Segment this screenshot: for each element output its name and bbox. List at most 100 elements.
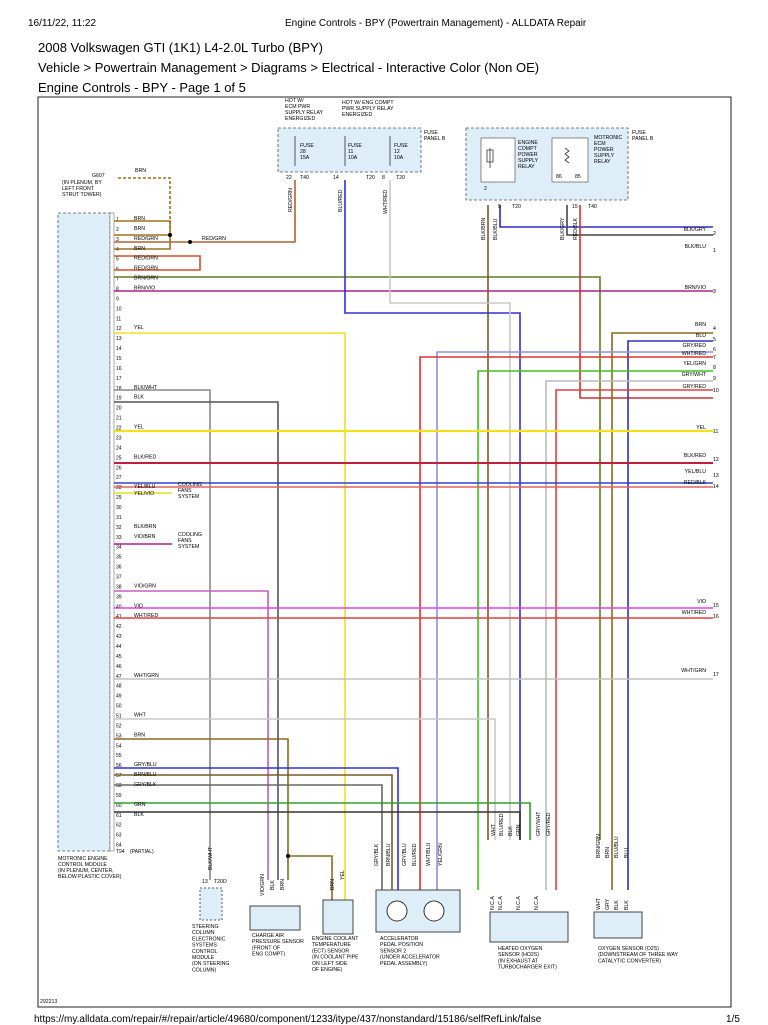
- pin-numbers: 1234567891011121314151617181920212223242…: [116, 217, 122, 849]
- vehicle-title: 2008 Volkswagen GTI (1K1) L4-2.0L Turbo …: [38, 40, 323, 55]
- right-terminal-wire-label: GRY/RED: [682, 384, 706, 390]
- ecm-pin-wire-label: WHT: [134, 713, 147, 719]
- right-terminal-wire-label: BLK/RED: [684, 453, 706, 459]
- ecm-pin-wire-label: BRN/BLU: [134, 772, 157, 778]
- ect-sensor-label: ENGINE COOLANT: [312, 936, 359, 942]
- footer-page: 1/5: [726, 1014, 740, 1025]
- wire-red-blk: [579, 205, 713, 399]
- splice-wire-label: RED/GRN: [202, 236, 226, 242]
- app-sensor-element-2-icon: [423, 900, 445, 922]
- hot-eng-compt-relay-label: PWR SUPPLY RELAY: [342, 106, 394, 112]
- ecm-pin-number: 38: [116, 584, 122, 590]
- right-terminal-wire-label: GRY/RED: [682, 343, 706, 349]
- hot-ecm-relay-label: ECM PWR: [285, 104, 310, 110]
- ecm-pin-number: 61: [116, 813, 122, 819]
- ecm-pin-number: 9: [116, 296, 119, 302]
- right-terminal-number: 1: [713, 248, 716, 254]
- ecm-pin-number: 32: [116, 525, 122, 531]
- relay-pin: 2: [484, 186, 487, 192]
- ecm-pin-number: 51: [116, 714, 122, 720]
- right-terminal-wire-label: YEL/BLU: [685, 469, 707, 475]
- ho2s-label: (IN EXHAUST AT: [498, 958, 539, 964]
- ecm-pin-number: 29: [116, 495, 122, 501]
- right-terminal-number: 16: [713, 614, 719, 620]
- wire-wht-red-t7: [419, 356, 713, 890]
- ho2s-box: [489, 911, 569, 943]
- motronic-relay-box: [551, 137, 589, 183]
- ho2s-nca-label: N.C.A: [498, 896, 504, 910]
- ecm-pin-number: 26: [116, 465, 122, 471]
- steering-module-label: MODULE: [192, 955, 215, 961]
- cooling-fans-label-2: SYSTEM: [178, 544, 199, 550]
- ecm-pin-number: 20: [116, 406, 122, 412]
- ho2s-wire-label: BLU/RED: [499, 813, 505, 836]
- right-terminal-wire-label: WHT/RED: [682, 610, 706, 616]
- fuse-amp: 10A: [348, 155, 358, 161]
- right-terminal-number: 17: [713, 672, 719, 678]
- right-terminal-number: 5: [713, 337, 716, 343]
- ground-id: G607: [92, 173, 105, 179]
- ho2s-wire-label: GRY/RED: [546, 812, 552, 836]
- ecm-pin-number: 39: [116, 594, 122, 600]
- ecm-pin-number: 36: [116, 565, 122, 571]
- eng-compt-relay-label: COMPT: [518, 146, 538, 152]
- wire-gry-wht-t9: [545, 380, 713, 890]
- hot-ecm-relay-label: HOT W/: [285, 98, 304, 104]
- relay-coil-left-icon: [486, 148, 494, 168]
- wire-vio-grn: [114, 590, 269, 880]
- cooling-fans-label-2: FANS: [178, 538, 192, 544]
- wire-gry-blk: [114, 784, 383, 890]
- o2s-wire-label: BLU/BLU: [614, 836, 620, 858]
- wire-blk-blu: [499, 205, 713, 228]
- print-datetime: 16/11/22, 11:22: [28, 18, 97, 29]
- app-sensor-label: SENSOR 2: [380, 948, 406, 954]
- ecm-pin-number: 58: [116, 783, 122, 789]
- ecm-pin-number: 13: [116, 336, 122, 342]
- ecm-pin-number: 16: [116, 366, 122, 372]
- ho2s-nca-label: N.C.A: [534, 896, 540, 910]
- relay-wire-label: BLK/BLU: [493, 218, 499, 240]
- ecm-pin-number: 24: [116, 445, 122, 451]
- print-page-title: Engine Controls - BPY (Powertrain Manage…: [285, 18, 587, 29]
- wire-pin5-6-red-grn: [114, 255, 201, 271]
- ecm-pin-wire-label: VIO/BRN: [134, 534, 156, 540]
- app-wire-label: BLU/RED: [412, 843, 418, 866]
- app-wire-label: YEL/GRN: [438, 843, 444, 866]
- ect-wire-label: BRN: [330, 879, 336, 890]
- right-terminal-wire-label: BLK/BLU: [685, 244, 707, 250]
- ecm-pin-number: 1: [116, 217, 119, 223]
- ho2s-label: HEATED OXYGEN: [498, 946, 543, 952]
- hot-eng-compt-relay-label: ENERGIZED: [342, 112, 373, 118]
- ecm-pin-number: 5: [116, 257, 119, 263]
- ecm-pin-number: 12: [116, 326, 122, 332]
- ho2s-wire-label: GRY/WHT: [536, 811, 542, 836]
- relay-connector: T20: [512, 204, 521, 210]
- splice-ect-brn: [286, 854, 290, 858]
- fuse-connector: T20: [366, 175, 375, 181]
- cooling-fans-label-2: COOLING: [178, 532, 202, 538]
- eng-compt-relay-label: SUPPLY: [518, 158, 539, 164]
- right-terminal-wire-label: RED/BLK: [684, 480, 707, 486]
- ecm-pin-number: 37: [116, 574, 122, 580]
- cap-wire-label: VIO/GRN: [260, 874, 266, 896]
- steering-connector: T20D: [214, 879, 227, 885]
- wire-blk-wht: [114, 389, 211, 880]
- ecm-pin-number: 11: [116, 316, 121, 322]
- relay-pin: 5: [498, 204, 501, 210]
- wire-pin4-brn: [114, 235, 171, 250]
- diagram-id: 292213: [40, 999, 57, 1005]
- ecm-pin-number: 47: [116, 674, 122, 680]
- right-terminal-number: 9: [713, 376, 716, 382]
- right-terminal-wire-label: VIO: [697, 599, 706, 605]
- ecm-pin-number: 64: [116, 843, 122, 849]
- cap-sensor-label: CHARGE AIR: [252, 933, 284, 939]
- ho2s-wire-label: BLK: [508, 826, 514, 836]
- ecm-pin-number: 53: [116, 733, 122, 739]
- right-terminal-number: 10: [713, 388, 719, 394]
- ho2s-wire-label: GRN: [516, 824, 522, 836]
- ecm-pin-number: 8: [116, 287, 119, 293]
- fuse-wire-label: BLU/RED: [338, 189, 344, 212]
- ect-sensor-label: OF ENGINE): [312, 967, 343, 973]
- wire-wht-red: [389, 180, 511, 840]
- ecm-label: CONTROL MODULE: [58, 862, 107, 868]
